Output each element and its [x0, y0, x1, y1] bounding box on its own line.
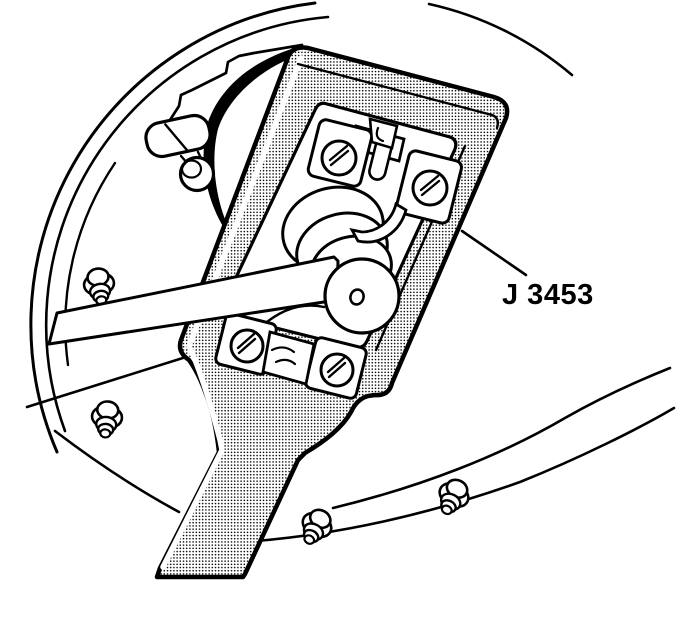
opening-edge-crescent	[203, 46, 305, 242]
upper-clamp	[306, 117, 463, 244]
flange-bolt-1	[80, 265, 119, 308]
window-top-tab-hook	[375, 126, 385, 143]
callout-leader-line	[460, 229, 528, 277]
upper-clamp-finger	[349, 201, 408, 244]
bracket-body	[144, 113, 212, 159]
screw-slot-upper-left	[328, 144, 350, 167]
tool-edge-highlight	[160, 55, 304, 570]
rim-arc-middle	[44, 15, 330, 433]
window-top-tab	[368, 117, 399, 150]
housing-notch-profile	[168, 43, 304, 122]
stud-head	[178, 155, 216, 193]
stud-head-facet	[180, 159, 203, 179]
tool-callout-label: J 3453	[502, 279, 594, 311]
housing-edge-lines	[25, 355, 188, 514]
rim-arc-top-right	[427, 2, 574, 77]
flange-bolt-2	[88, 398, 125, 441]
shaft-center-hole	[349, 288, 365, 306]
lower-clamp	[214, 304, 368, 400]
flange-bolt-4	[430, 473, 476, 522]
screw-slot-lower-right	[326, 356, 347, 379]
screw-slot-upper-right	[419, 174, 441, 197]
ring-arc-upper	[331, 366, 672, 510]
flange-bolt-3	[292, 502, 339, 552]
bracket-edge-line	[164, 123, 189, 152]
lower-clamp-detail-lines	[270, 346, 297, 366]
housing-edge-upper	[25, 355, 188, 409]
tool-head-bevel-line	[296, 62, 500, 130]
holding-tool	[47, 45, 510, 580]
rim-arc-outer	[29, 1, 317, 454]
flywheel-rim-arcs	[29, 1, 574, 454]
housing-edge-lower	[53, 429, 181, 514]
lower-clamp-strap	[261, 330, 316, 386]
screw-slot-lower-left	[236, 332, 257, 355]
sensor-bracket	[144, 113, 216, 193]
